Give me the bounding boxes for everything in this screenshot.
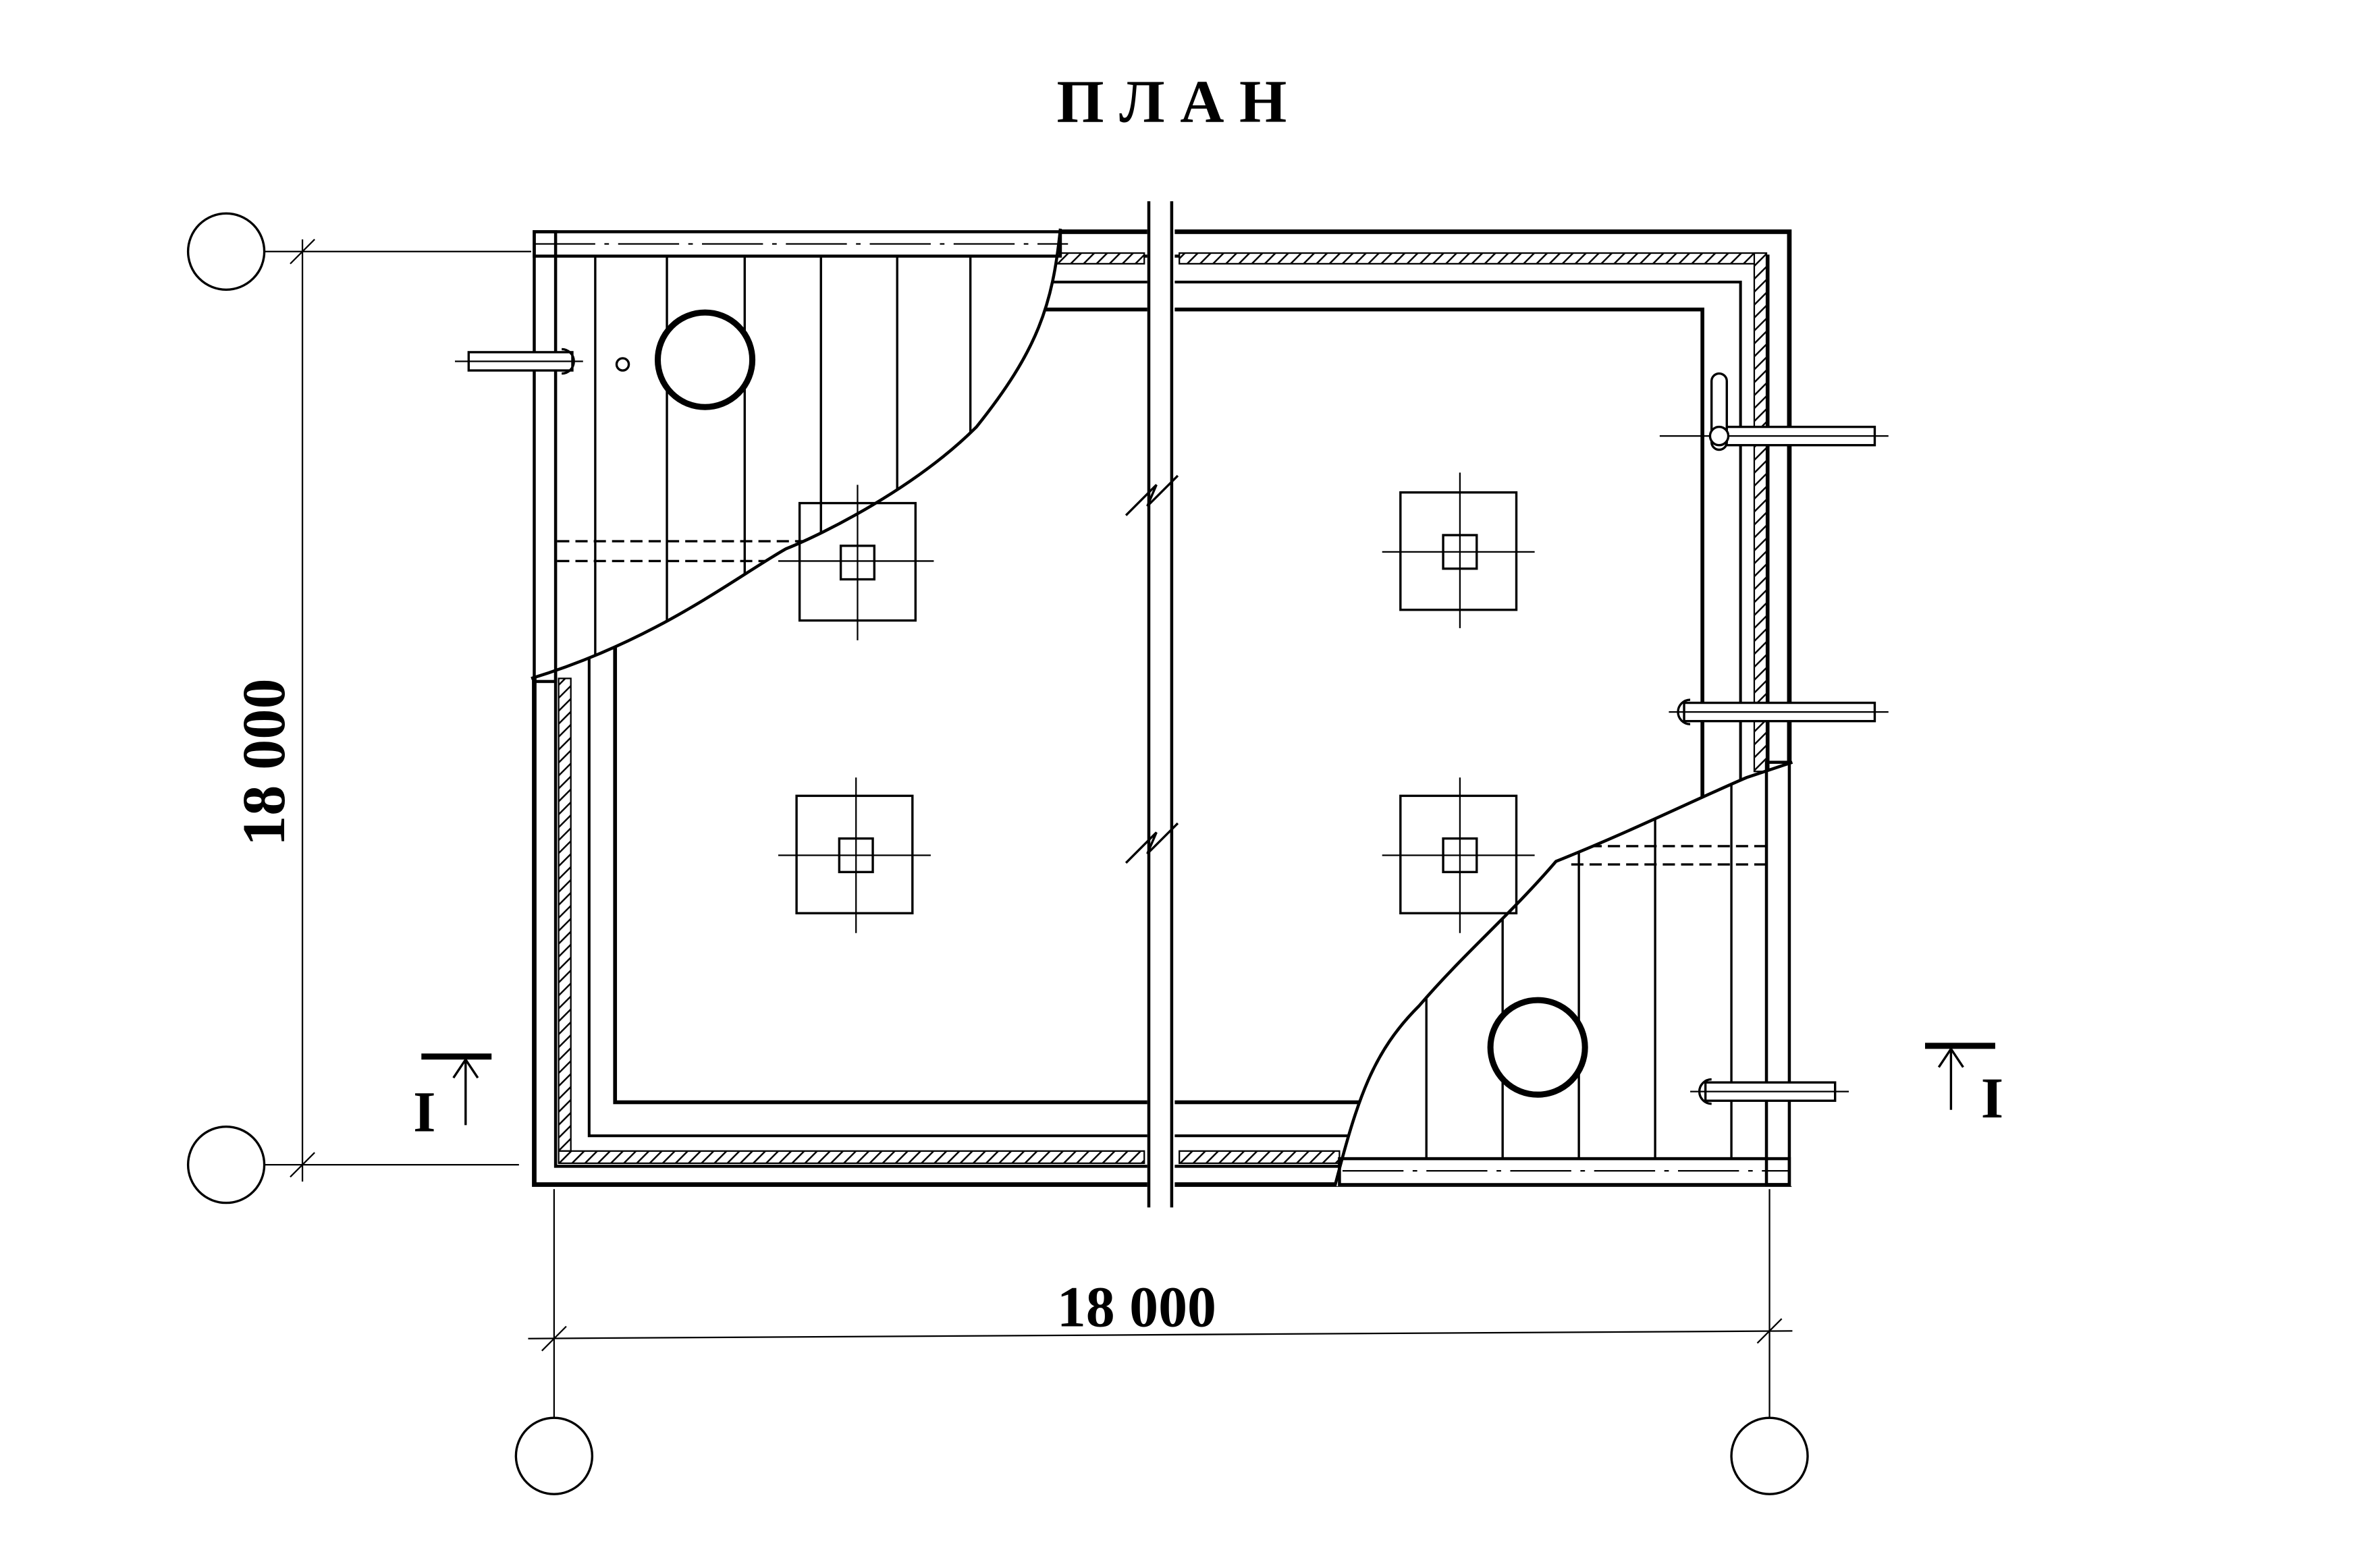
axis-bubble-bottom-left bbox=[186, 1125, 266, 1204]
section-marker-left: I bbox=[413, 1053, 492, 1144]
roof-cutaway-top-left bbox=[531, 228, 1062, 684]
axis-lines bbox=[264, 250, 1770, 1418]
break-line bbox=[1125, 201, 1179, 1208]
manholes bbox=[615, 309, 1588, 1098]
axis-bubble-bottom-a bbox=[514, 1416, 594, 1495]
axis-bubble-top-left bbox=[186, 212, 266, 291]
column-footings bbox=[778, 472, 1535, 933]
section-label-right: I bbox=[1981, 1065, 2003, 1130]
axis-bubbles bbox=[186, 212, 1809, 1495]
column-footing bbox=[1382, 777, 1535, 933]
plan-title: П Л А Н bbox=[1056, 67, 1287, 136]
column-footing bbox=[778, 777, 931, 933]
axis-bubble-bottom-b bbox=[1730, 1416, 1809, 1495]
pipe-inlet-left bbox=[455, 348, 583, 375]
horizontal-dimension-label: 18 000 bbox=[1057, 1275, 1216, 1339]
pipe-outlet-right bbox=[1659, 372, 1889, 451]
vertical-dimension-label: 18 000 bbox=[229, 678, 298, 846]
edge-axis-lines bbox=[534, 243, 1789, 1172]
insulation-layer bbox=[558, 252, 1768, 1164]
horizontal-dimension bbox=[528, 1318, 1793, 1352]
section-label-left: I bbox=[413, 1079, 435, 1144]
vent-opening bbox=[615, 357, 630, 372]
column-footing bbox=[1382, 472, 1535, 628]
manhole-bottom-right bbox=[1487, 997, 1588, 1098]
section-marker-right: I bbox=[1924, 1043, 2003, 1130]
pipe-outlet-right bbox=[1690, 1078, 1849, 1105]
roof-cutaway-bottom-right bbox=[1333, 760, 1793, 1187]
vertical-dimension bbox=[290, 238, 315, 1182]
pipe-outlet-right bbox=[1669, 698, 1889, 725]
column-footing bbox=[778, 484, 934, 640]
manhole-top-left bbox=[654, 309, 756, 410]
pipes bbox=[455, 348, 1889, 1105]
